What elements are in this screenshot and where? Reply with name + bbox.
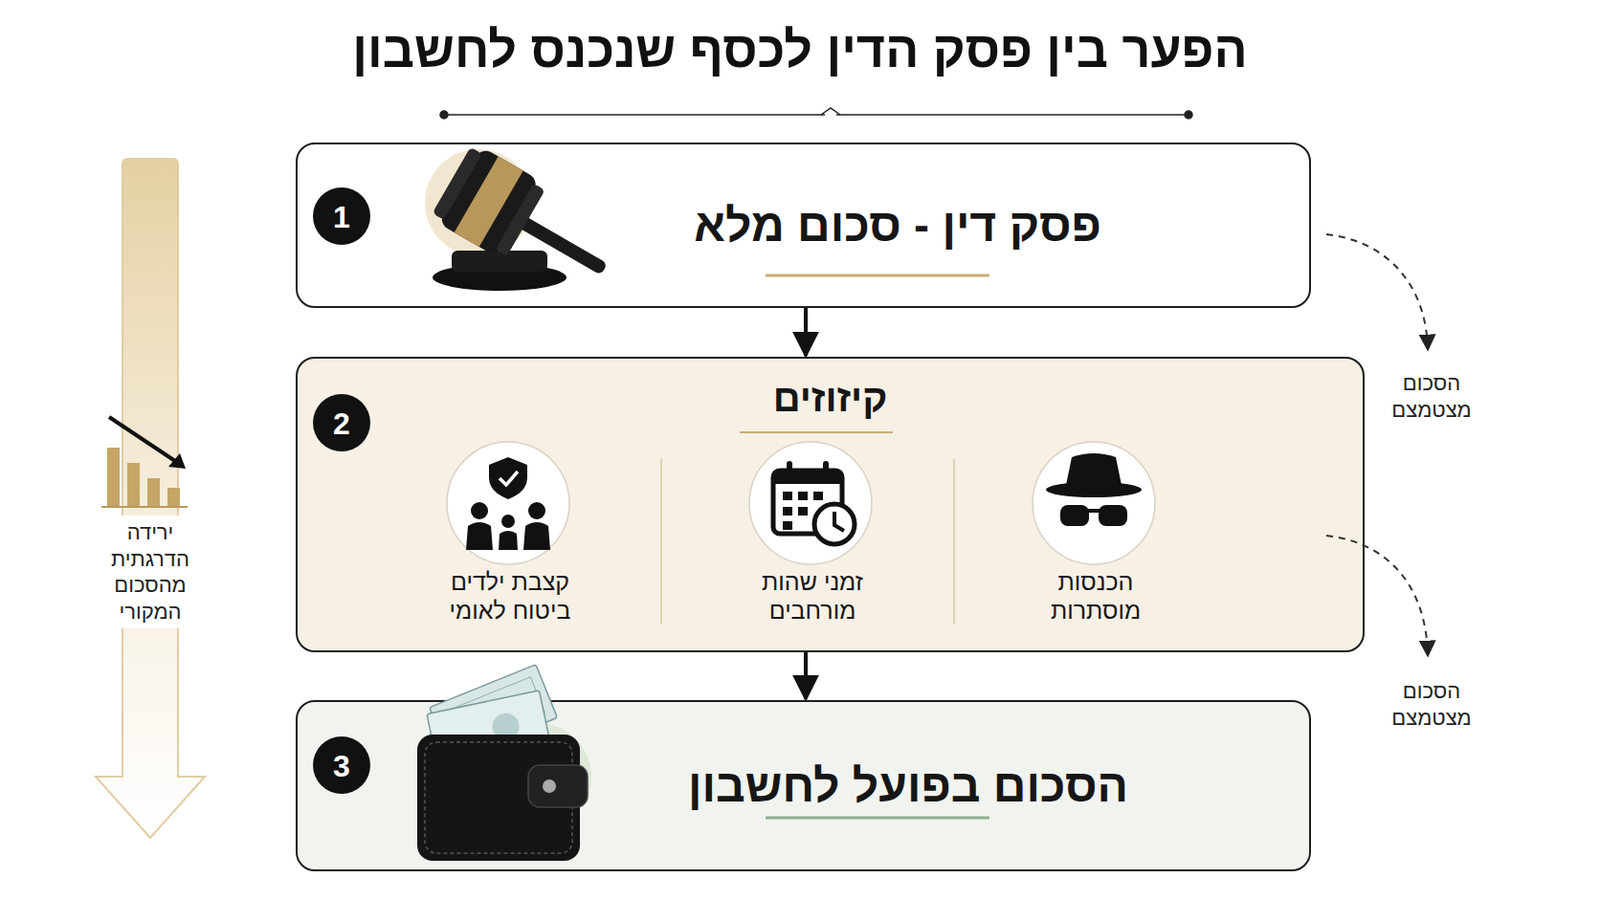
deduction-item: קצבת ילדים ביטוח לאומי — [425, 567, 595, 625]
flow-arrow — [803, 308, 808, 356]
divider — [660, 459, 663, 624]
family-icon — [466, 457, 551, 551]
bar-chart-icon — [101, 417, 188, 508]
callout-number: 2 — [333, 404, 351, 444]
divider — [953, 459, 956, 624]
gavel-icon — [424, 141, 627, 307]
side-note: הסכום מצטמצם — [1374, 678, 1489, 732]
stage-box: הסכום בפועל לחשבון — [295, 700, 1312, 872]
icon-circle — [446, 442, 1156, 565]
decline-arrow — [95, 158, 205, 839]
box-title: הסכום בפועל לחשבון — [688, 757, 1129, 816]
side-note: הסכום מצטמצם — [1374, 370, 1489, 423]
item-label: הכנסות מוסתרות — [1011, 567, 1180, 625]
box-title: פסק דין - סכום מלא — [693, 197, 1102, 255]
box-heading: קיזוזים — [297, 374, 1363, 423]
title-bracket — [440, 108, 1193, 119]
underline — [739, 431, 893, 434]
item-label: זמני שהות מורחבים — [728, 567, 897, 625]
spy-icon — [1045, 453, 1142, 527]
stage-box: פסק דין - סכום מלא — [295, 142, 1312, 309]
stage-box: קיזוזים הכנסות מוסתרות זמני שהות מורחבים קצ… — [295, 356, 1365, 653]
callout-number: 1 — [333, 198, 351, 237]
underline — [765, 274, 990, 278]
axis-note: ירידה הדרגתית מהסכום המקורי — [91, 515, 209, 629]
deduction-item: הכנסות מוסתרות — [1011, 567, 1180, 625]
number-badge — [312, 187, 371, 795]
item-label: קצבת ילדים ביטוח לאומי — [425, 567, 595, 625]
flow-arrow — [803, 652, 808, 700]
wallet-icon — [417, 665, 592, 862]
deduction-item: זמני שהות מורחבים — [728, 567, 897, 625]
calendar-icon — [773, 461, 855, 545]
callout-number: 3 — [333, 747, 351, 786]
diagram-title: הפער בין פסק הדין לכסף שנכנס לחשבון — [0, 21, 1600, 79]
shrink-arrow — [1326, 234, 1428, 655]
underline — [765, 817, 990, 821]
